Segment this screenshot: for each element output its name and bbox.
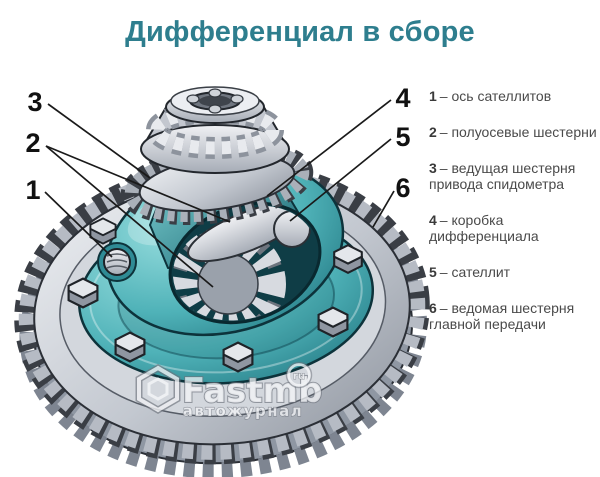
leader-1 bbox=[44, 191, 113, 258]
callout-6: 6 bbox=[395, 173, 410, 203]
legend-item-text: – полуосевые шестерни bbox=[439, 124, 597, 140]
legend-item-number: 5 bbox=[429, 264, 437, 280]
leader-4 bbox=[266, 99, 392, 197]
callout-2: 2 bbox=[25, 128, 40, 158]
legend-item-3: 3– ведущая шестерня привода спидометра bbox=[429, 160, 600, 192]
legend-item-number: 4 bbox=[429, 212, 437, 228]
watermark-subtitle: автожурнал bbox=[183, 402, 304, 420]
tapered-roller-bearing bbox=[140, 86, 290, 174]
callout-4: 4 bbox=[395, 83, 410, 113]
legend-item-number: 1 bbox=[429, 88, 437, 104]
leader-5 bbox=[289, 138, 392, 222]
case-window bbox=[168, 201, 322, 340]
legend-item-text: – ведущая шестерня привода спидометра bbox=[429, 160, 576, 192]
callout-1: 1 bbox=[25, 175, 40, 205]
leader-6 bbox=[372, 190, 395, 228]
legend-item-number: 2 bbox=[429, 124, 437, 140]
legend-item-5: 5– сателлит bbox=[429, 264, 600, 280]
legend-item-text: – ось сателлитов bbox=[439, 88, 552, 104]
parts-legend: 1– ось сателлитов 2– полуосевые шестерни… bbox=[429, 88, 600, 352]
leader-lines bbox=[44, 99, 395, 288]
watermark-badge: ru bbox=[293, 371, 305, 382]
legend-item-text: – сателлит bbox=[439, 264, 511, 280]
page-title: Дифференциал в сборе bbox=[125, 16, 475, 48]
callout-3: 3 bbox=[27, 87, 42, 117]
legend-item-text: – ведомая шестерня главной передачи bbox=[429, 300, 575, 332]
leader-2b bbox=[45, 145, 214, 288]
leader-2a bbox=[45, 145, 231, 223]
legend-item-number: 3 bbox=[429, 160, 437, 176]
legend-item-2: 2– полуосевые шестерни bbox=[429, 124, 600, 140]
leader-3 bbox=[47, 103, 151, 179]
watermark-brand: Fastmb bbox=[182, 371, 322, 411]
callout-5: 5 bbox=[395, 122, 410, 152]
legend-item-4: 4– коробка дифференциала bbox=[429, 212, 600, 244]
legend-item-text: – коробка дифференциала bbox=[429, 212, 539, 244]
legend-item-1: 1– ось сателлитов bbox=[429, 88, 600, 104]
legend-item-6: 6– ведомая шестерня главной передачи bbox=[429, 300, 600, 332]
callout-numbers: 1 2 3 4 5 6 bbox=[25, 83, 410, 205]
legend-item-number: 6 bbox=[429, 300, 437, 316]
watermark: Fastmb ru автожурнал bbox=[135, 361, 323, 421]
watermark-badge-circle bbox=[287, 363, 311, 387]
